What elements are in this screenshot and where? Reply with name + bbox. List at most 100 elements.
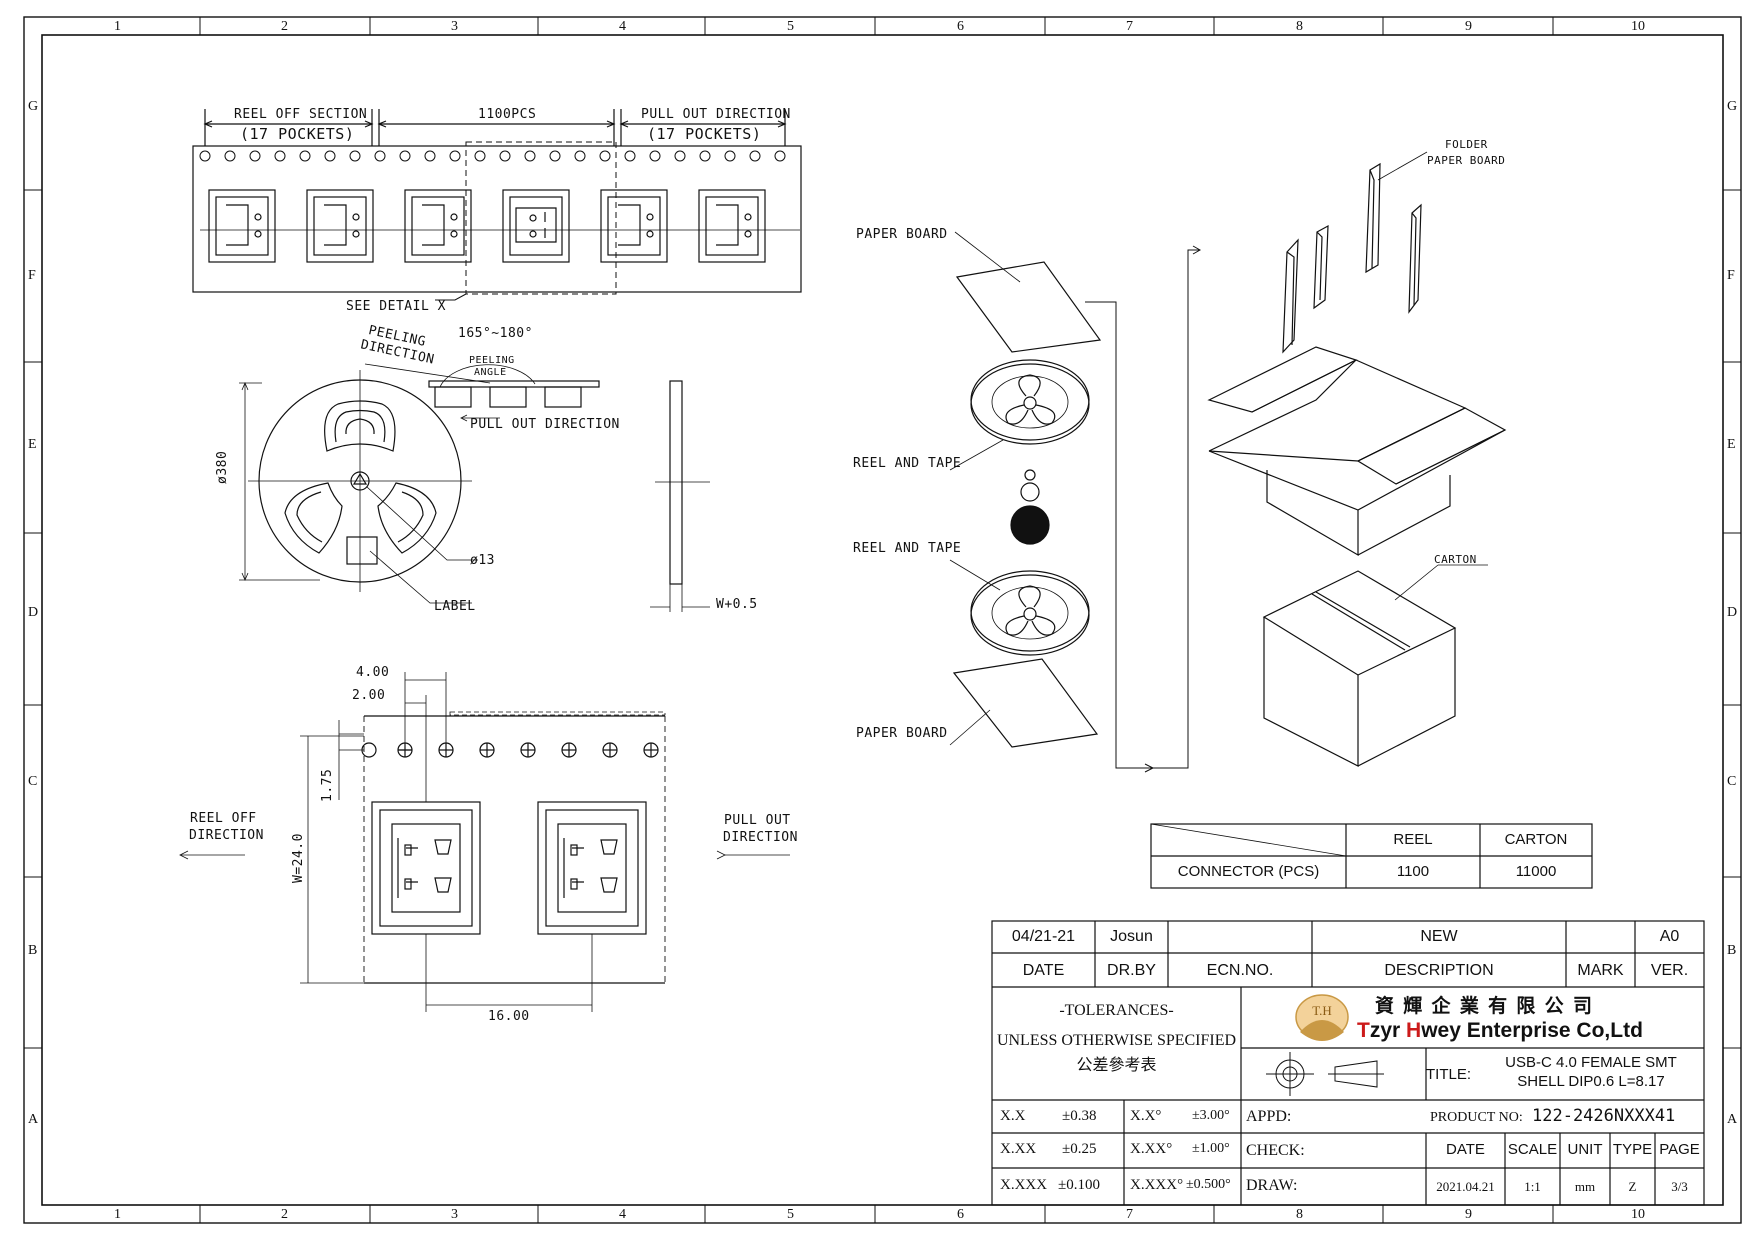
- company-name-english: Tzyr Hwey Enterprise Co,Ltd: [1357, 1020, 1643, 1041]
- header-drawn-by: DR.BY: [1107, 962, 1156, 979]
- logo-text: T.H: [1312, 1003, 1332, 1018]
- reel-and-tape-label-1: REEL AND TAPE: [853, 456, 962, 471]
- reel-off-section-label: REEL OFF SECTION: [234, 107, 368, 122]
- zone-row-c-right: C: [1727, 774, 1737, 789]
- zone-col-7-bottom: 7: [1126, 1207, 1133, 1222]
- checked-label: CHECK:: [1246, 1142, 1305, 1159]
- reel-off-direction-label: REEL OFF: [190, 811, 257, 826]
- product-no-label: PRODUCT NO:: [1430, 1110, 1523, 1125]
- header-mark: MARK: [1577, 962, 1624, 979]
- tape-quantity-label: 1100PCS: [478, 107, 537, 122]
- tol-x-value: ±0.38: [1062, 1108, 1097, 1124]
- zone-col-9-bottom: 9: [1465, 1207, 1472, 1222]
- tol-xx-angle: X.XX°: [1130, 1141, 1173, 1157]
- drawing-unit: mm: [1574, 1179, 1596, 1194]
- zone-col-1-bottom: 1: [114, 1207, 121, 1222]
- detail-dimensions: [179, 672, 790, 1012]
- header-date: DATE: [1022, 962, 1065, 979]
- zone-col-5-bottom: 5: [787, 1207, 794, 1222]
- pull-out-pockets-label: (17 POCKETS): [647, 125, 762, 143]
- paper-board-top-label: PAPER BOARD: [856, 227, 948, 242]
- reel-off-direction-label-2: DIRECTION: [189, 828, 264, 843]
- title-block-grid: [991, 920, 1705, 1206]
- zone-col-1: 1: [114, 19, 121, 34]
- qty-col-carton: CARTON: [1504, 831, 1568, 848]
- outer-frame: [23, 16, 1742, 1224]
- reel-diameter-dim: ø380: [215, 450, 230, 484]
- pocket-pitch-dim: 16.00: [488, 1009, 530, 1024]
- drawing-type: Z: [1628, 1179, 1637, 1194]
- paper-board-bottom-label: PAPER BOARD: [856, 726, 948, 741]
- zone-col-8: 8: [1296, 19, 1303, 34]
- folder-label: FOLDER: [1445, 138, 1488, 151]
- tol-xxx-angle-value: ±0.500°: [1186, 1177, 1231, 1192]
- title-line-2: SHELL DIP0.6 L=8.17: [1517, 1073, 1665, 1090]
- drawing-date: 2021.04.21: [1436, 1179, 1495, 1194]
- pitch-4-dim: 4.00: [356, 665, 390, 680]
- tol-x: X.X: [1000, 1108, 1026, 1124]
- carton-label: CARTON: [1434, 553, 1477, 566]
- tol-xx-value: ±0.25: [1062, 1141, 1097, 1157]
- header-type: TYPE: [1612, 1141, 1653, 1158]
- drawing-page: 3/3: [1671, 1179, 1688, 1194]
- zone-row-a: A: [28, 1112, 39, 1127]
- tape-width-dim: W=24.0: [291, 833, 306, 883]
- drawing-scale: 1:1: [1524, 1179, 1541, 1194]
- zone-row-d-right: D: [1727, 605, 1738, 620]
- tolerances-chinese: 公差參考表: [1076, 1057, 1157, 1074]
- tolerances-heading: -TOLERANCES-: [1059, 1002, 1174, 1019]
- rev-version: A0: [1659, 928, 1680, 945]
- peeling-angle-label-2: ANGLE: [474, 367, 507, 378]
- rev-description: NEW: [1420, 928, 1458, 945]
- qty-row-connector: CONNECTOR (PCS): [1177, 863, 1320, 880]
- pitch-2-dim: 2.00: [352, 688, 386, 703]
- zone-ticks: [24, 17, 1741, 1223]
- zone-col-8-bottom: 8: [1296, 1207, 1303, 1222]
- pull-out-direction-detail: PULL OUT: [724, 813, 791, 828]
- rev-date: 04/21-21: [1011, 928, 1076, 945]
- zone-col-3: 3: [451, 19, 458, 34]
- rev-drawn-by: Josun: [1110, 928, 1153, 945]
- projection-symbol: [1266, 1052, 1384, 1096]
- title-line-1: USB-C 4.0 FEMALE SMT: [1505, 1054, 1677, 1071]
- zone-col-10-bottom: 10: [1631, 1207, 1645, 1222]
- tol-xxx-value: ±0.100: [1058, 1177, 1100, 1193]
- detail-sprocket-holes: [361, 742, 659, 758]
- zone-row-e-right: E: [1727, 437, 1736, 452]
- product-no-value: 122-2426NXXX41: [1532, 1106, 1676, 1126]
- zone-row-e: E: [28, 437, 37, 452]
- zone-col-4-bottom: 4: [619, 1207, 626, 1222]
- brand-letter-h: H: [1406, 1019, 1422, 1042]
- zone-col-3-bottom: 3: [451, 1207, 458, 1222]
- zone-col-6: 6: [957, 19, 964, 34]
- see-detail-x-label: SEE DETAIL X: [346, 299, 446, 314]
- zone-row-g: G: [28, 99, 39, 114]
- zone-row-a-right: A: [1727, 1112, 1738, 1127]
- zone-col-2-bottom: 2: [281, 1207, 288, 1222]
- zone-row-g-right: G: [1727, 99, 1738, 114]
- peeling-angle-range: 165°~180°: [458, 326, 533, 341]
- qty-reel-value: 1100: [1396, 863, 1430, 880]
- header-date-2: DATE: [1446, 1141, 1485, 1158]
- zone-row-f: F: [28, 268, 36, 283]
- zone-col-2: 2: [281, 19, 288, 34]
- zone-col-9: 9: [1465, 19, 1472, 34]
- header-version: VER.: [1650, 962, 1689, 979]
- tape-strip: [192, 109, 802, 301]
- qty-carton-value: 11000: [1515, 863, 1557, 880]
- zone-col-6-bottom: 6: [957, 1207, 964, 1222]
- zone-col-7: 7: [1126, 19, 1133, 34]
- peeling-angle-label: PEELING: [469, 355, 515, 366]
- qty-table-grid: [1150, 823, 1593, 889]
- hub-diameter-dim: ø13: [470, 553, 495, 568]
- peeling-tape: [364, 363, 600, 422]
- folder-paper-board-label: PAPER BOARD: [1427, 154, 1506, 167]
- detail-pocket-1: [371, 801, 481, 935]
- tol-xx-angle-value: ±1.00°: [1192, 1141, 1230, 1156]
- packing-view: [949, 151, 1507, 773]
- company-name-chinese: 資 輝 企 業 有 限 公 司: [1375, 996, 1594, 1017]
- zone-row-f-right: F: [1727, 268, 1735, 283]
- tol-xxx: X.XXX: [1000, 1177, 1048, 1193]
- tol-xx: X.XX: [1000, 1141, 1037, 1157]
